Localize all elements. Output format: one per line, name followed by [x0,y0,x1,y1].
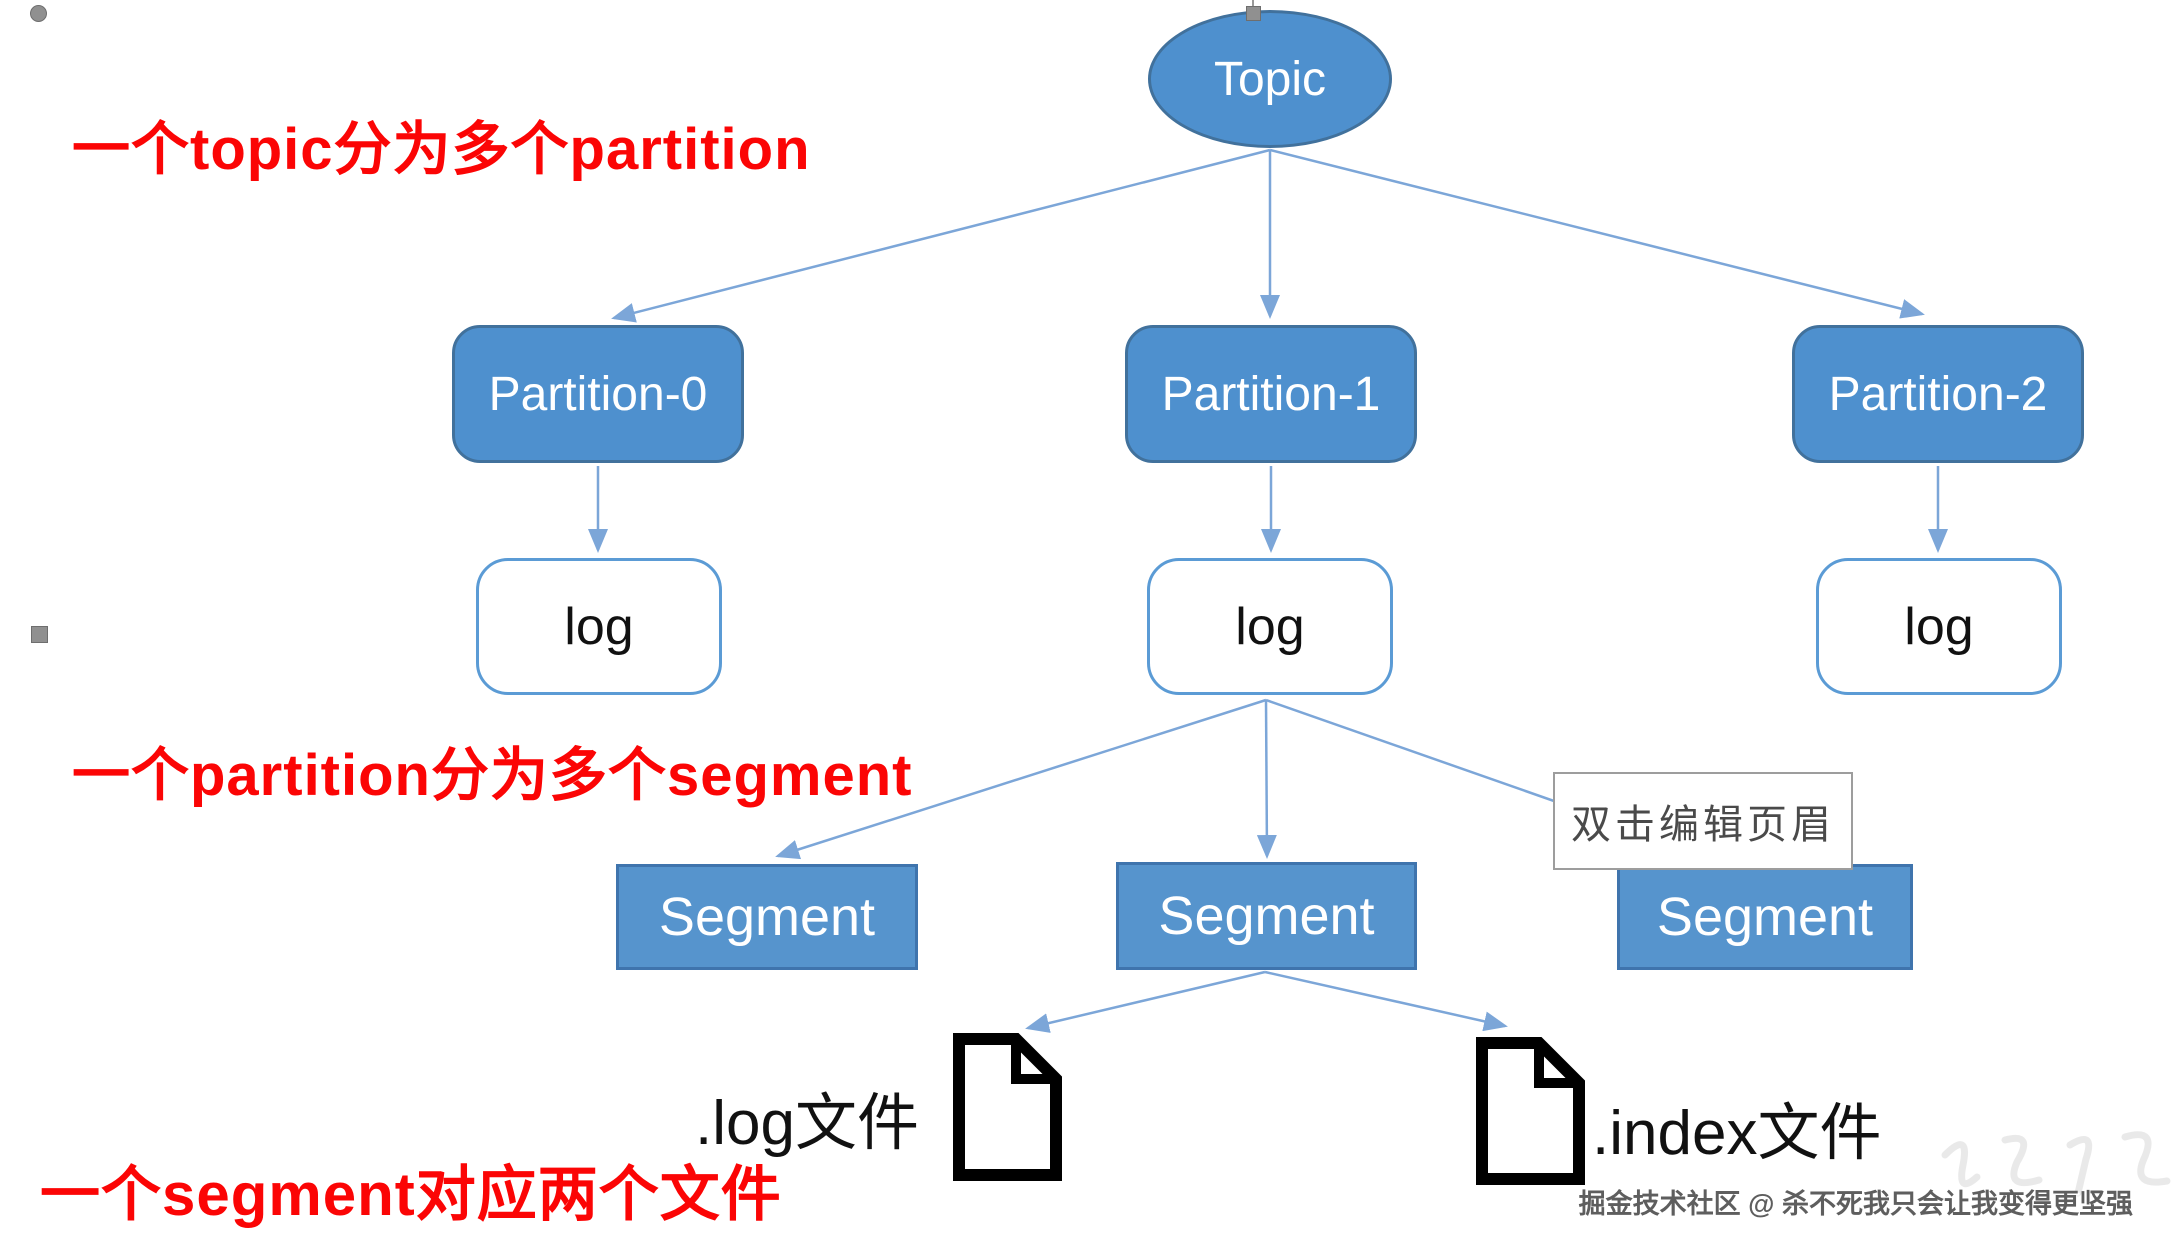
document-icon[interactable] [950,1032,1064,1182]
node-log-2-label: log [1904,597,1974,656]
arrow-segment-to-log-file [1025,970,1266,1033]
annotation-topic-partitions: 一个topic分为多个partition [72,117,811,182]
node-segment-0-label: Segment [658,887,876,947]
node-segment-2-label: Segment [1656,887,1874,947]
node-partition-0-label: Partition-0 [488,367,708,421]
node-log-1-label: log [1235,597,1305,656]
node-log-0[interactable]: log [476,558,722,695]
node-log-2[interactable]: log [1816,558,2062,695]
gray-square-handle-left[interactable] [31,626,48,643]
juejin-watermark: 掘金技术社区 @ 杀不死我只会让我变得更坚强 [1578,1189,2133,1219]
node-topic[interactable]: Topic [1148,10,1392,148]
node-segment-1[interactable]: Segment [1116,862,1417,970]
node-partition-1[interactable]: Partition-1 [1125,325,1417,463]
node-segment-0[interactable]: Segment [616,864,918,970]
arrow-log-to-segment-2 [1256,699,1277,859]
node-partition-1-label: Partition-1 [1161,367,1381,421]
arrow-topic-to-partition-2 [1269,148,1925,319]
document-icon[interactable] [1473,1036,1587,1186]
gray-dot-handle-top-left[interactable] [30,5,47,22]
handle-stem [1252,0,1254,7]
node-topic-label: Topic [1213,52,1327,106]
node-log-1[interactable]: log [1147,558,1393,695]
header-edit-tooltip-text: 双击编辑页眉 [1571,803,1835,847]
arrow-topic-to-partition-0 [611,148,1271,323]
node-segment-1-label: Segment [1158,886,1375,946]
node-partition-2[interactable]: Partition-2 [1792,325,2084,463]
node-partition-0[interactable]: Partition-0 [452,325,744,463]
node-log-0-label: log [564,597,634,656]
arrow-segment-to-index-file [1264,970,1508,1032]
annotation-segment-files: 一个segment对应两个文件 [40,1161,782,1228]
header-edit-tooltip[interactable]: 双击编辑页眉 [1553,772,1853,870]
node-partition-2-label: Partition-2 [1828,367,2048,421]
topic-selection-handle[interactable] [1246,6,1261,21]
log-file-label: .log文件 [695,1089,919,1158]
faint-script-watermark [1941,1131,2171,1197]
annotation-partition-segments: 一个partition分为多个segment [72,743,913,808]
index-file-label: .index文件 [1592,1099,1882,1168]
arrow-log-to-segment-1 [775,698,1267,860]
node-segment-2[interactable]: Segment [1617,864,1913,970]
